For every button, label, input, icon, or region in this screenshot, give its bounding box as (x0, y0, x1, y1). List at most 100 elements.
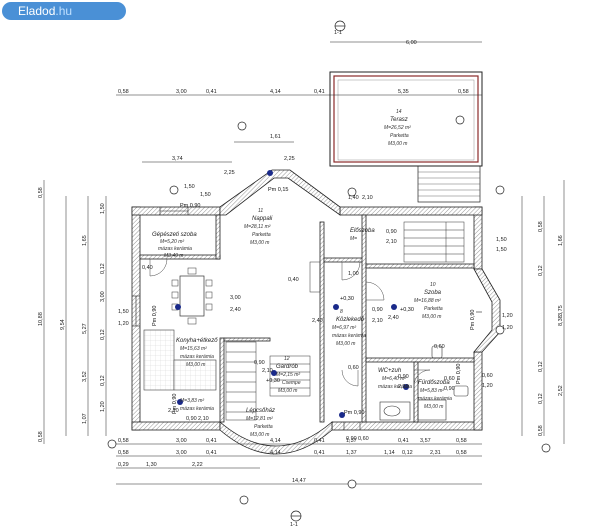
upper-stairs (403, 221, 465, 263)
dim-b1-1: 0,58 (118, 438, 129, 444)
room-szoba[interactable]: 10 Szoba M=16,88 m² Parketta M3,00 m (414, 282, 443, 320)
dim-l-120: 1,20 (100, 401, 106, 412)
dim-top-6: 5,35 (398, 89, 409, 95)
terrace-stairs (417, 165, 481, 203)
brand-badge[interactable]: Eladod.hu (2, 2, 126, 20)
dim-r-252: 2,52 (558, 385, 564, 396)
dim-b1-5: 0,41 (314, 438, 325, 444)
svg-text:M=12,81 m²: M=12,81 m² (246, 416, 273, 422)
dim-top-5: 0,41 (314, 89, 325, 95)
brand-suffix: .hu (55, 4, 73, 18)
room-konyha[interactable]: Konyha+étkező M=15,63 m² mázas kerámia M… (176, 338, 218, 368)
svg-text:Lépcsőház: Lépcsőház (246, 408, 275, 414)
room-gepeszeti[interactable]: Gépészeti szoba M=5,20 m² mázas kerámia … (152, 232, 197, 259)
dim-240n: 2,40 (388, 315, 399, 321)
dim-left-120: 1,20 (118, 321, 129, 327)
dim-l-012a: 0,12 (100, 263, 106, 274)
dim-060n: 0,60 (348, 365, 359, 371)
dim-r-166: 1,66 (558, 235, 564, 246)
dim-left-150: 1,50 (118, 309, 129, 315)
dim-040b: 0,40 (142, 265, 153, 271)
dim-b3-3: 2,22 (192, 462, 203, 468)
dim-r-012c: 0,12 (538, 393, 544, 404)
dim-b1-2: 3,00 (176, 438, 187, 444)
svg-text:M=28,11 m²: M=28,11 m² (244, 224, 271, 230)
dim-bottom-090: 0,90 (346, 436, 357, 442)
svg-text:Csempe: Csempe (282, 380, 301, 386)
room-terasz[interactable]: 14 Terasz M=26,52 m² Parketta M3,00 m (384, 109, 411, 147)
room-lepcsohaz[interactable]: Lépcsőház M=12,81 m² Parketta M3,00 m (246, 408, 275, 438)
svg-text:Parketta: Parketta (424, 306, 443, 312)
svg-text:mázas kerámia: mázas kerámia (158, 246, 192, 252)
level-pm090c: Pm 0,90 (470, 310, 476, 330)
dim-b2-5: 0,41 (314, 450, 325, 456)
dim-b1-6: 1,37 (346, 438, 357, 444)
svg-text:M3,00 m: M3,00 m (422, 314, 441, 320)
doors (149, 258, 431, 387)
svg-text:M3,00 m: M3,00 m (424, 404, 443, 410)
level-plus030a: +0,30 (340, 296, 354, 302)
section-mark-top: 1-1 (334, 30, 342, 36)
windows (132, 207, 482, 430)
dim-b1-7: 0,41 (398, 438, 409, 444)
dim-b1-3: 0,41 (206, 438, 217, 444)
svg-text:Nappali: Nappali (252, 216, 273, 222)
dim-b2-9: 2,31 (430, 450, 441, 456)
bath-fixtures (379, 345, 469, 421)
kitchen-furniture (143, 267, 217, 391)
dim-100: 1,00 (348, 271, 359, 277)
dim-right-120c: 1,20 (482, 383, 493, 389)
level-pm090d: Pm 0,90 (456, 364, 462, 384)
dim-top-1: 0,58 (118, 89, 129, 95)
svg-text:M3,40 m: M3,40 m (164, 253, 183, 259)
dim-210: 2,10 (386, 239, 397, 245)
room-kozlekedo[interactable]: 8 Közlekedő M=6,97 m² mázas kerámia M3,0… (332, 309, 366, 347)
level-plus030b: +0,30 (400, 307, 414, 313)
svg-text:M=16,88 m²: M=16,88 m² (414, 298, 441, 304)
room-gardrob[interactable]: 12 Gardrób M=2,15 m² Csempe M3,00 m (276, 356, 301, 394)
dim-b2-2: 3,00 (176, 450, 187, 456)
dim-210: 2,10 (362, 195, 373, 201)
svg-text:WC+zuh: WC+zuh (378, 368, 402, 374)
dim-b3-1: 0,29 (118, 462, 129, 468)
dim-left-954: 9,54 (60, 319, 66, 330)
dim-040: 0,40 (288, 277, 299, 283)
svg-text:M=2,15 m²: M=2,15 m² (276, 372, 300, 378)
dim-right-120a: 1,20 (502, 313, 513, 319)
dim-210c: 2,10 (398, 384, 409, 390)
svg-text:M3,00 m: M3,00 m (336, 341, 355, 347)
dim-total-width: 14,47 (292, 478, 306, 484)
dim-b2-1: 0,58 (118, 450, 129, 456)
dim-right-060: 0,60 (482, 373, 493, 379)
svg-text:Gépészeti szoba: Gépészeti szoba (152, 232, 197, 238)
dim-bottom-060: 0,60 (358, 436, 369, 442)
dimension-lines (43, 41, 565, 485)
dim-top-7: 0,58 (458, 89, 469, 95)
svg-text:mázas kerámia: mázas kerámia (378, 384, 412, 390)
dim-l-058b: 0,58 (38, 431, 44, 442)
interior-walls (139, 214, 475, 423)
svg-text:mázas kerámia: mázas kerámia (180, 354, 214, 360)
room-nappali[interactable]: 11 Nappali M=28,11 m² Parketta M3,00 m (244, 208, 273, 246)
room-wc[interactable]: WC+zuh M=6,40 m² mázas kerámia (378, 368, 412, 390)
dim-bottom-090b: 0,90 (186, 416, 197, 422)
room-elotszoba[interactable]: Előszoba M= (350, 228, 375, 242)
dim-225b: 2,25 (284, 156, 295, 162)
dim-l-300: 3,00 (100, 291, 106, 302)
dim-mid-240b: 2,40 (312, 318, 323, 324)
dim-b2-10: 0,58 (456, 450, 467, 456)
dim-l-058a: 0,58 (38, 187, 44, 198)
vertical-dimension-texts: 10,88 9,54 5,27 0,58 1,50 1,65 0,12 3,00… (38, 187, 564, 442)
dim-r-058b: 0,58 (538, 425, 544, 436)
dim-b1-8: 3,57 (420, 438, 431, 444)
svg-text:Gardrób: Gardrób (276, 364, 299, 370)
room-spajz[interactable]: M=3,83 m² mázas kerámia (180, 398, 214, 412)
dim-374: 3,74 (172, 156, 183, 162)
dim-140: 1,40 (348, 195, 359, 201)
dim-225a: 2,25 (224, 170, 235, 176)
level-pm090e: Pm 0,90 (344, 410, 364, 416)
svg-text:Terasz: Terasz (390, 117, 408, 123)
room-furdo[interactable]: Fürdőszoba M=5,83 m² mázas kerámia M3,00… (418, 380, 452, 410)
dim-terrace-width: 6,00 (406, 40, 417, 46)
